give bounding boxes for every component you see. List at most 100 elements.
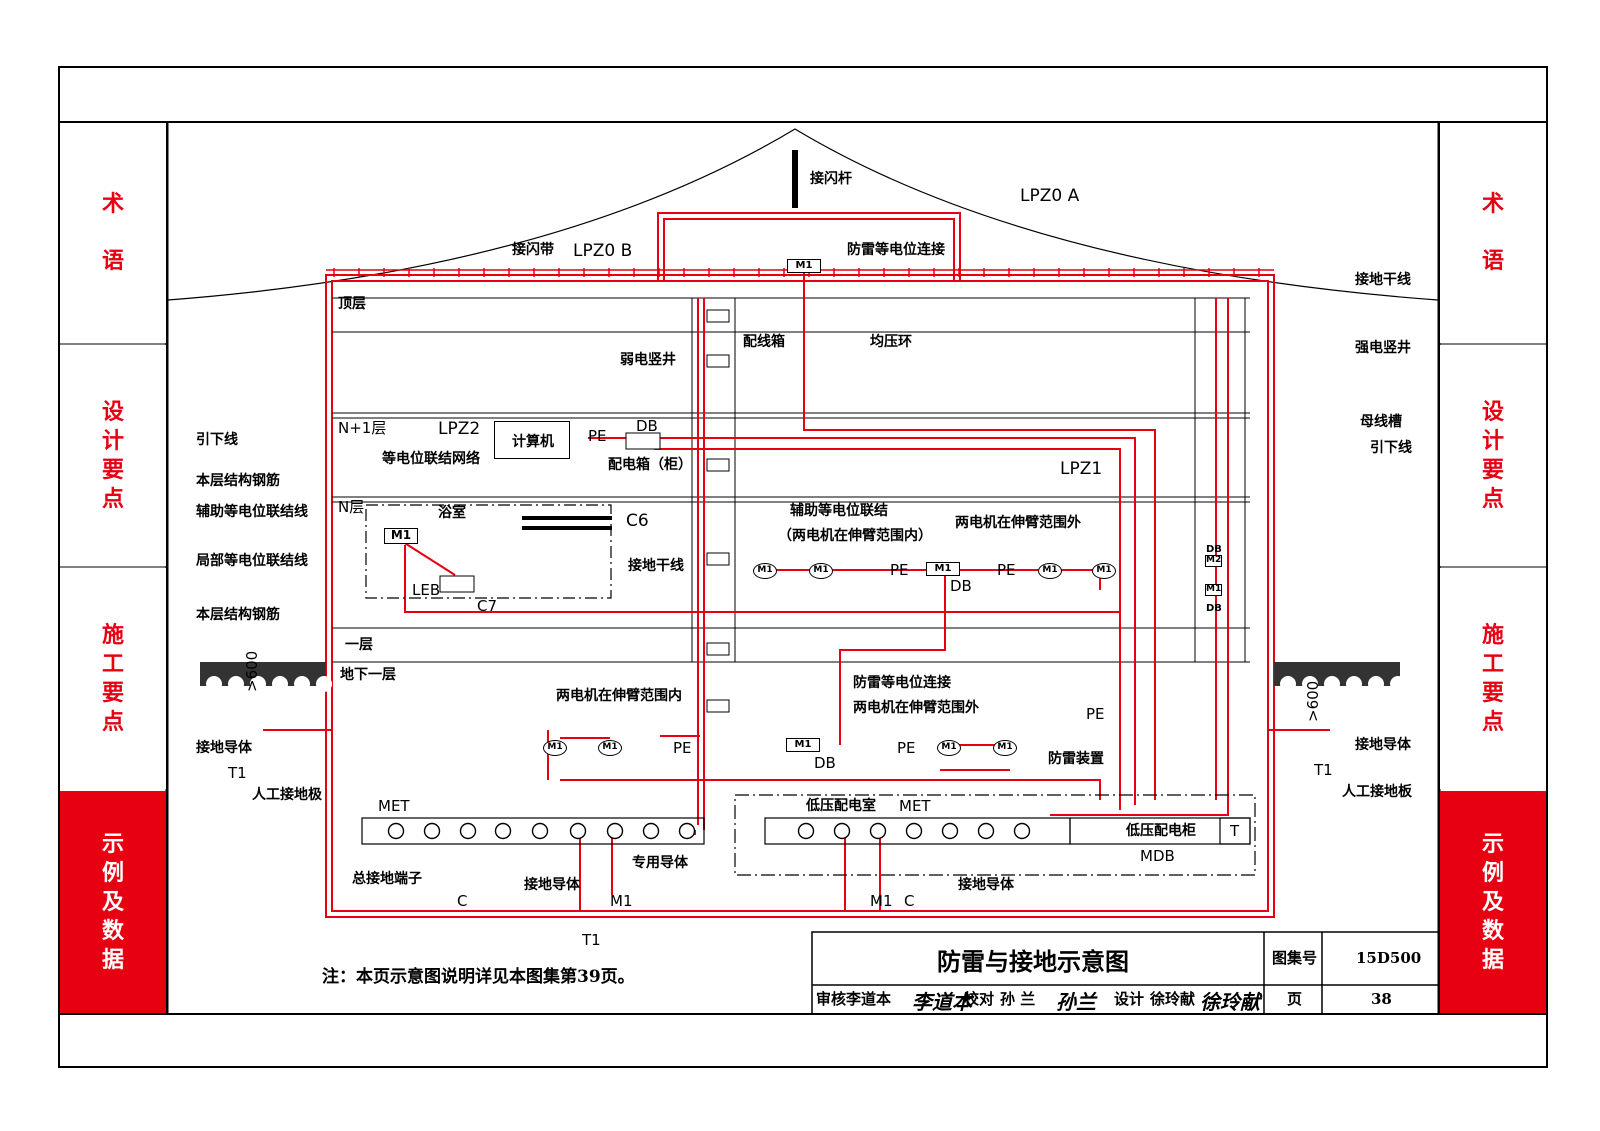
junction-box-icon: [706, 552, 730, 566]
db-top-label: DB: [636, 417, 658, 435]
checker-name: 孙 兰: [1000, 990, 1036, 1008]
lpz0b-label: LPZ0 B: [573, 241, 633, 261]
met-terminal: [494, 822, 512, 840]
left-tab-char: 及: [101, 888, 124, 915]
soil-hatch: [316, 676, 332, 692]
m1-db2-module: M1: [1205, 584, 1222, 596]
right-tab-0[interactable]: 术语: [1440, 123, 1546, 343]
met-terminal: [569, 822, 587, 840]
soil-hatch: [1390, 676, 1406, 692]
bathroom-box: [365, 504, 612, 599]
met-terminal: [387, 822, 405, 840]
pe-top-label: PE: [588, 427, 607, 445]
db-m2-top-label: DB: [1206, 544, 1222, 555]
left-tab-3[interactable]: 示例及数据: [60, 791, 166, 1013]
motors-outside-1-label: 两电机在伸臂范围外: [955, 515, 1081, 531]
left-tab-1[interactable]: 设计要点: [60, 345, 166, 566]
m1-bath-module: M1: [384, 528, 418, 544]
t1-left-label: T1: [228, 764, 247, 782]
motor-icon: M1: [753, 563, 777, 579]
top-floor-label: 顶层: [338, 296, 366, 312]
main-terminal-label: 总接地端子: [352, 871, 422, 887]
bath-pipe: [522, 526, 612, 530]
right-tab-2[interactable]: 施工要点: [1440, 568, 1546, 789]
motor-icon: M1: [598, 740, 622, 756]
soil-hatch: [1324, 676, 1340, 692]
bathroom-label: 浴室: [438, 505, 466, 521]
basement-1-label: 地下一层: [340, 667, 396, 683]
pe-n1-label: PE: [890, 561, 909, 579]
soil-hatch: [294, 676, 310, 692]
right-tab-char: 术: [1481, 191, 1504, 217]
junction-box-icon: [706, 699, 730, 713]
floor-slabs: [332, 297, 1250, 663]
t-box-label: T: [1230, 822, 1240, 840]
c-bottom-right-label: C: [904, 892, 915, 910]
junction-box-icon: [706, 642, 730, 656]
left-tab-char: 要: [101, 679, 124, 706]
motor-icon: M1: [937, 740, 961, 756]
lpz2-label: LPZ2: [438, 419, 481, 439]
left-tab-char: 要: [101, 456, 124, 483]
left-tab-char: 例: [101, 859, 124, 886]
local-bonding-line-label: 局部等电位联结线: [196, 553, 308, 569]
atlas-number: 15D500: [1356, 949, 1422, 967]
aux-bonding-label: 辅助等电位联结: [790, 503, 888, 519]
floor-1-label: 一层: [345, 637, 373, 653]
db-n-label: DB: [950, 577, 972, 595]
left-tab-char: 点: [101, 708, 124, 735]
soil-hatch: [1302, 676, 1318, 692]
m1-b-module: M1: [786, 738, 820, 752]
grounding-trunk-right-label: 接地干线: [1355, 272, 1411, 288]
m1-db-module: M1: [926, 562, 960, 576]
air-terminal-strip-label: 接闪带: [512, 242, 554, 258]
right-tab-3[interactable]: 示例及数据: [1440, 791, 1546, 1013]
met-terminal: [606, 822, 624, 840]
equalizing-ring-label: 均压环: [870, 334, 912, 350]
depth-left-label: >600: [243, 650, 261, 692]
left-tab-char: 语: [101, 248, 124, 274]
grounding-trunk-red: [263, 272, 1330, 910]
right-tab-char: 数: [1481, 917, 1504, 944]
ground-conductor-left-label: 接地导体: [196, 740, 252, 756]
right-tab-1[interactable]: 设计要点: [1440, 345, 1546, 566]
met-left-label: MET: [378, 797, 410, 815]
right-tab-char: 工: [1481, 650, 1504, 677]
bonding-network-label: 等电位联结网络: [382, 451, 480, 467]
motor-icon: M1: [993, 740, 1017, 756]
left-tab-char: 计: [101, 427, 124, 454]
down-conductor-right-label: 引下线: [1370, 440, 1412, 456]
left-tab-char: 施: [101, 621, 124, 648]
page-number: 38: [1371, 990, 1392, 1008]
structural-steel-1-label: 本层结构钢筋: [196, 473, 280, 489]
right-tab-char: 示: [1481, 830, 1504, 857]
ground-plate-right-label: 人工接地板: [1342, 784, 1412, 800]
motors-inside-2-label: 两电机在伸臂范围内: [556, 688, 682, 704]
building-outline: [325, 212, 1275, 918]
leb-label: LEB: [412, 581, 441, 599]
motors-outside-2-label: 两电机在伸臂范围外: [853, 700, 979, 716]
met-terminal: [531, 822, 549, 840]
t1-bottom-label: T1: [582, 931, 601, 949]
left-tab-2[interactable]: 施工要点: [60, 568, 166, 789]
left-tab-char: 据: [101, 946, 124, 973]
page-note: 注：本页示意图说明详见本图集第39页。: [322, 967, 635, 987]
leb-box: [439, 575, 475, 593]
soil-hatch: [206, 676, 222, 692]
ground-conductor-bottom-right-label: 接地导体: [958, 877, 1014, 893]
down-conductor-left-label: 引下线: [196, 432, 238, 448]
met-terminal: [1013, 822, 1031, 840]
left-tab-char: 工: [101, 650, 124, 677]
met-terminal: [869, 822, 887, 840]
soil-hatch: [272, 676, 288, 692]
c6-label: C6: [626, 511, 649, 531]
ground-plate-left-label: 人工接地极: [252, 787, 322, 803]
surge-device-label: 防雷装置: [1048, 751, 1104, 767]
m1-top-module: M1: [787, 259, 821, 273]
right-tab-char: 要: [1481, 679, 1504, 706]
left-tab-0[interactable]: 术语: [60, 123, 166, 343]
left-tab-char: 示: [101, 830, 124, 857]
m1-bottom-right-label: M1: [870, 892, 893, 910]
left-tab-char: 点: [101, 485, 124, 512]
